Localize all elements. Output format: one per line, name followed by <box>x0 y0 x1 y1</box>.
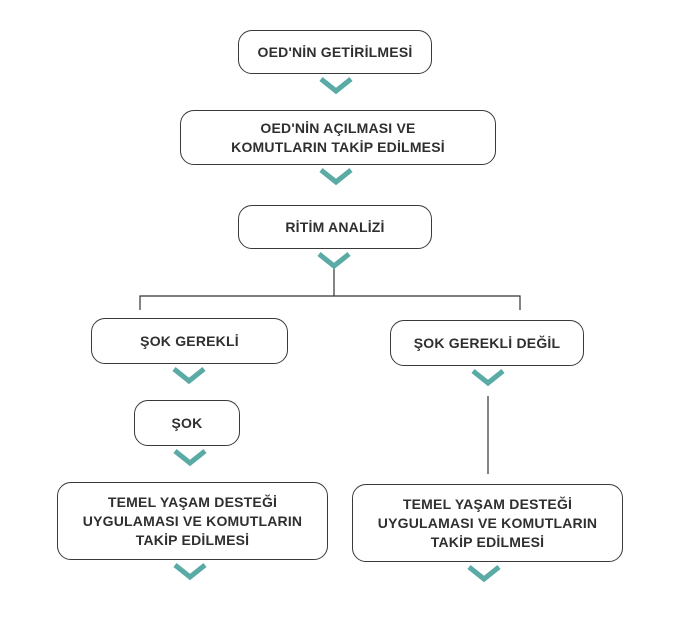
node-oed-acilmasi: OED'NİN AÇILMASI VE KOMUTLARIN TAKİP EDİ… <box>180 110 496 165</box>
arrow-chevron-7 <box>173 563 207 581</box>
node-tyd-right: TEMEL YAŞAM DESTEĞİ UYGULAMASI VE KOMUTL… <box>352 484 623 562</box>
connector-branch-bar <box>139 295 521 310</box>
arrow-chevron-5 <box>471 369 505 387</box>
arrow-chevron-8 <box>467 565 501 583</box>
arrow-chevron-1 <box>319 77 353 95</box>
node-tyd-left: TEMEL YAŞAM DESTEĞİ UYGULAMASI VE KOMUTL… <box>57 482 328 560</box>
node-sok-gerekli: ŞOK GEREKLİ <box>91 318 288 364</box>
node-ritim-analizi: RİTİM ANALİZİ <box>238 205 432 249</box>
node-sok: ŞOK <box>134 400 240 446</box>
arrow-chevron-2 <box>319 168 353 186</box>
node-oed-getirilmesi: OED'NİN GETİRİLMESİ <box>238 30 432 74</box>
arrow-chevron-3 <box>317 252 351 270</box>
node-sok-gerekli-degil: ŞOK GEREKLİ DEĞİL <box>390 320 584 366</box>
arrow-chevron-4 <box>172 367 206 385</box>
arrow-chevron-6 <box>173 449 207 467</box>
